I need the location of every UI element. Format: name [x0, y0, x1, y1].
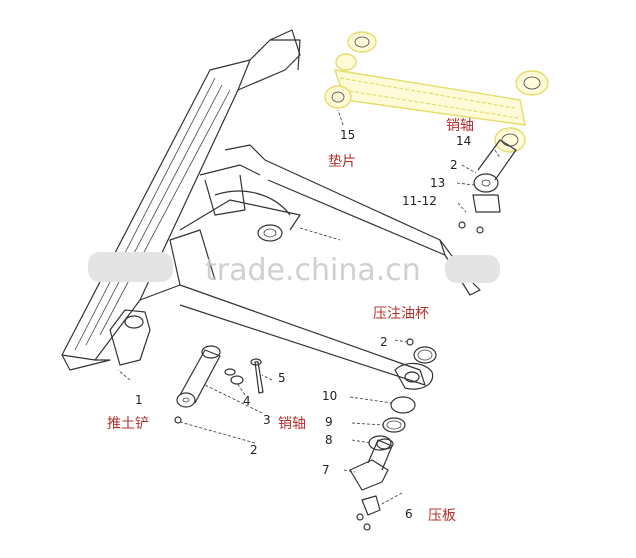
callout-6: 6: [405, 507, 413, 521]
upper-pin-shaft: [458, 139, 517, 234]
highlighted-shaft-assembly: [324, 31, 549, 153]
blade-ear-bracket: [109, 309, 151, 366]
callout-2-bottom: 2: [250, 443, 258, 457]
callout-4: 4: [243, 394, 251, 408]
label-pin-shaft-bottom: 销轴: [278, 416, 306, 432]
lower-pin-shaft: [174, 345, 264, 424]
label-press-plate: 压板: [428, 508, 456, 524]
dozer-blade: [61, 29, 301, 371]
callout-5: 5: [278, 371, 286, 385]
callout-10: 10: [322, 389, 337, 403]
label-shim: 垫片: [328, 154, 356, 170]
watermark-text: trade.china.cn: [205, 253, 421, 288]
callout-7: 7: [322, 463, 330, 477]
callout-11-12: 11-12: [402, 194, 437, 208]
callout-numbers: 1 2 3 4 5 6 7 8 9 10 2 11-12 13 2 14 15: [135, 128, 471, 521]
part-labels: 推土铲 销轴 销轴 垫片 压注油杯 压板: [107, 118, 474, 524]
callout-14: 14: [456, 134, 471, 148]
label-grease-cup: 压注油杯: [373, 306, 429, 322]
label-pin-shaft-top: 销轴: [446, 118, 474, 134]
callout-3: 3: [263, 413, 271, 427]
callout-15: 15: [340, 128, 355, 142]
callout-1: 1: [135, 393, 143, 407]
callout-2-top: 2: [450, 158, 458, 172]
callout-8: 8: [325, 433, 333, 447]
callout-2-right: 2: [380, 335, 388, 349]
watermark-band: [88, 252, 500, 283]
leader-lines: [117, 109, 501, 506]
right-pin-stack: [349, 338, 437, 531]
callout-9: 9: [325, 415, 333, 429]
callout-13: 13: [430, 176, 445, 190]
label-dozer-blade: 推土铲: [107, 416, 149, 432]
